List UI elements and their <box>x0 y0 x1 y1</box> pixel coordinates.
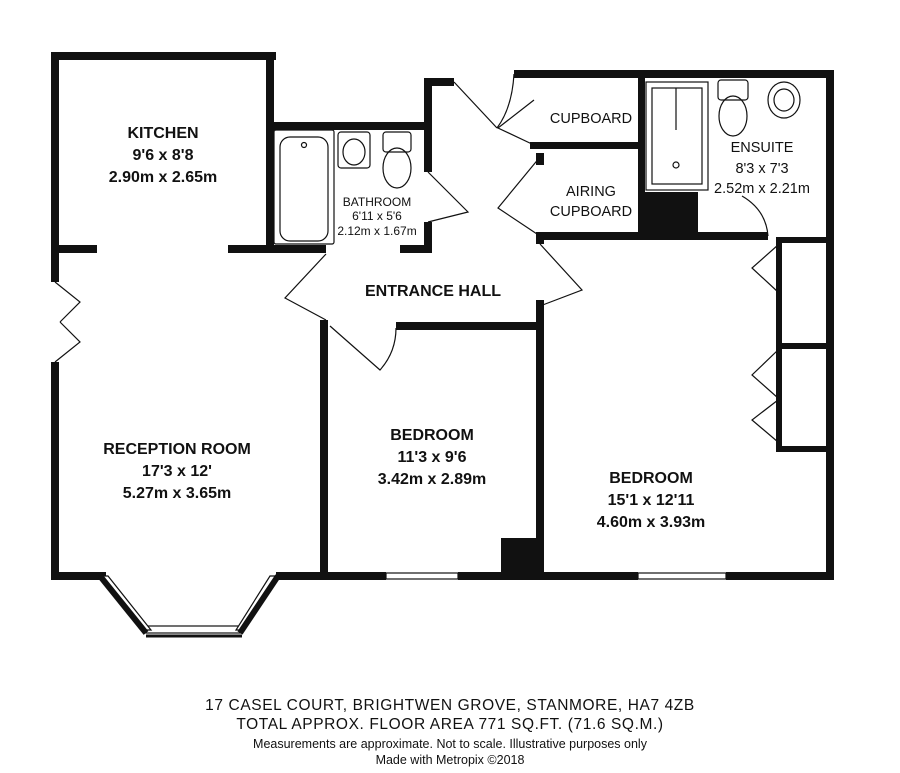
bathroom-imperial: 6'11 x 5'6 <box>352 209 402 223</box>
fixtures <box>273 79 801 245</box>
bedroom-2-name: BEDROOM <box>390 427 474 444</box>
doors <box>54 73 779 443</box>
airing-cupboard-line2: CUPBOARD <box>550 204 632 220</box>
reception-name: RECEPTION ROOM <box>103 441 251 458</box>
total-floor-area: TOTAL APPROX. FLOOR AREA 771 SQ.FT. (71.… <box>236 716 664 733</box>
ensuite-metric: 2.52m x 2.21m <box>714 181 810 197</box>
credit: Made with Metropix ©2018 <box>375 753 525 767</box>
ensuite-name: ENSUITE <box>731 140 794 156</box>
kitchen-name: KITCHEN <box>127 125 198 142</box>
reception-metric: 5.27m x 3.65m <box>123 485 232 502</box>
bathroom-metric: 2.12m x 1.67m <box>337 224 416 238</box>
kitchen-imperial: 9'6 x 8'8 <box>133 147 194 164</box>
walls <box>51 52 834 580</box>
bedroom-1-name: BEDROOM <box>609 470 693 487</box>
property-address: 17 CASEL COURT, BRIGHTWEN GROVE, STANMOR… <box>205 697 695 714</box>
bedroom-2-imperial: 11'3 x 9'6 <box>397 449 466 466</box>
kitchen-metric: 2.90m x 2.65m <box>109 169 218 186</box>
bedroom-1-metric: 4.60m x 3.93m <box>597 514 706 531</box>
cupboard-label: CUPBOARD <box>550 111 632 127</box>
room-labels: KITCHEN 9'6 x 8'8 2.90m x 2.65m BATHROOM… <box>103 111 810 531</box>
reception-imperial: 17'3 x 12' <box>142 463 212 480</box>
bedroom-1-imperial: 15'1 x 12'11 <box>608 492 695 509</box>
airing-cupboard-line1: AIRING <box>566 184 616 200</box>
floor-plan: KITCHEN 9'6 x 8'8 2.90m x 2.65m BATHROOM… <box>51 52 834 638</box>
bedroom-2-metric: 3.42m x 2.89m <box>378 471 487 488</box>
ensuite-imperial: 8'3 x 7'3 <box>735 161 788 177</box>
bathroom-name: BATHROOM <box>343 195 411 209</box>
disclaimer: Measurements are approximate. Not to sca… <box>253 737 647 751</box>
windows <box>97 572 727 638</box>
entrance-hall-label: ENTRANCE HALL <box>365 283 501 300</box>
